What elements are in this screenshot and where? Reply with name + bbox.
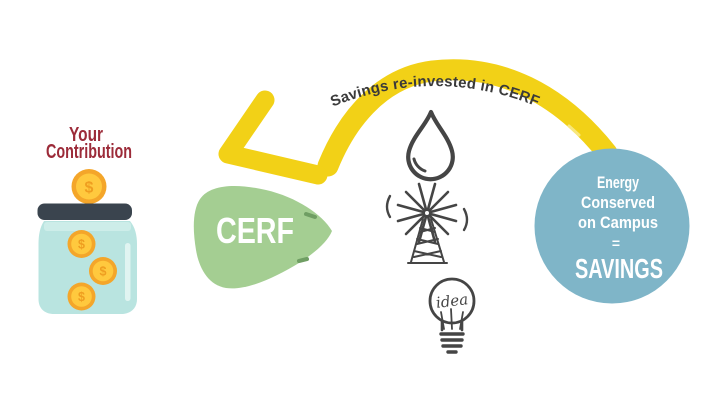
water-droplet-icon [406, 109, 455, 182]
savings-line-campus: on Campus [578, 213, 658, 232]
coin-face [92, 260, 114, 282]
bulb-filament [440, 308, 464, 330]
jar-neck-band [44, 222, 131, 231]
jar-body [38, 221, 137, 314]
jar-coin: $ [67, 282, 96, 311]
coin-dollar-label: $ [78, 290, 85, 304]
turbine-hub [422, 208, 432, 218]
contribution-title-line2: Contribution [46, 141, 132, 163]
jar-coin: $ [89, 257, 117, 285]
resource-icons: idea [385, 109, 476, 354]
reinvest-arrow: Savings re-invested in CERF [218, 59, 618, 185]
savings-line-energy: Energy [597, 173, 639, 192]
cerf-blob-group: CERF [193, 185, 332, 289]
money-jar: $ $ $ [37, 203, 137, 314]
wind-turbine-icon [385, 182, 469, 264]
coin-dollar-label: $ [100, 265, 107, 279]
jar-lid [37, 203, 132, 220]
coin-dollar-label: $ [85, 180, 94, 197]
turbine-motion-arcs [385, 194, 469, 232]
jar-coin: $ [67, 230, 96, 258]
droplet-outline [406, 109, 455, 182]
reinvest-arrow-shaft [317, 59, 618, 177]
savings-circle [534, 148, 690, 304]
turbine-tower [407, 218, 448, 264]
turbine-blades [396, 182, 458, 244]
droplet-highlight [412, 157, 427, 173]
savings-line-conserved: Conserved [581, 193, 655, 212]
cerf-label: CERF [216, 210, 294, 251]
coin-face [71, 286, 92, 307]
jar-shine [125, 243, 131, 301]
coin-face [76, 173, 102, 200]
savings-circle-group: Energy Conserved on Campus = SAVINGS [534, 148, 690, 304]
reinvest-arrow-head [218, 90, 328, 185]
coin-falling: $ [71, 169, 107, 204]
bulb-idea-label: idea [435, 290, 469, 312]
contribution-group: Your Contribution $ $ $ [37, 124, 137, 314]
cerf-blob-texture [297, 212, 317, 263]
savings-result-label: SAVINGS [575, 253, 663, 284]
idea-lightbulb-icon: idea [428, 277, 476, 354]
cerf-blob [193, 185, 332, 289]
reinvest-arrow-crease [567, 124, 581, 137]
bulb-base [439, 332, 465, 354]
coin-dollar-label: $ [78, 238, 85, 252]
contribution-title-line1: Your [69, 124, 103, 146]
coin-face [71, 233, 92, 255]
savings-equals-sign: = [612, 235, 620, 251]
